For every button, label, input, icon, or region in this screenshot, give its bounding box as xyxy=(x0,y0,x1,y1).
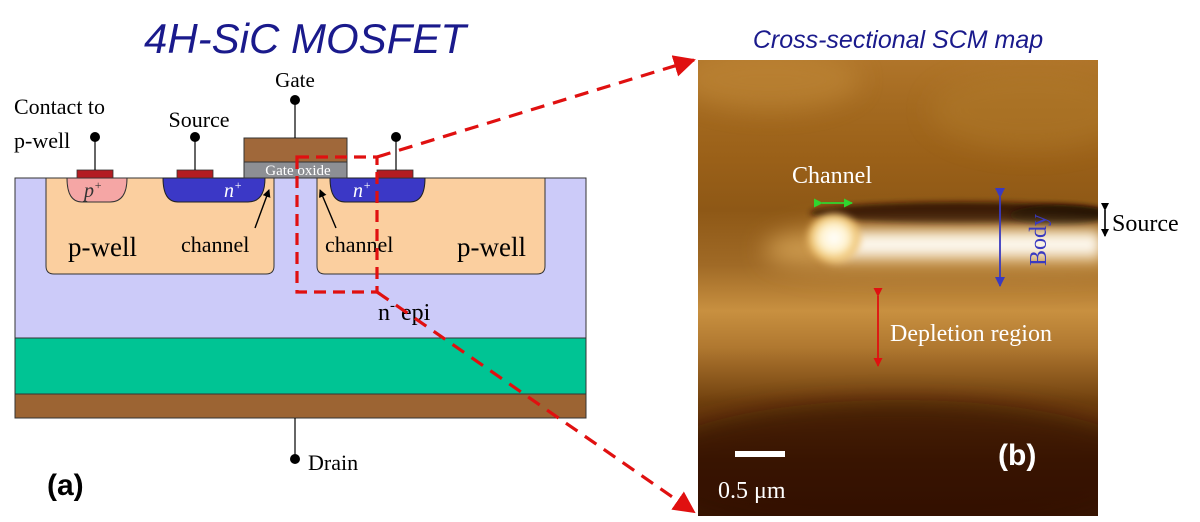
panel-a-title: 4H-SiC MOSFET xyxy=(144,15,469,62)
p-plus-label: p+ xyxy=(82,178,102,202)
n-epi-main: n xyxy=(378,300,390,326)
n-epi-rest: epi xyxy=(395,300,431,326)
n-plus-right-label: n+ xyxy=(353,178,371,202)
n-plus-left-sup: + xyxy=(234,178,242,192)
drain-metal xyxy=(14,393,587,419)
right-source-terminal-dot xyxy=(391,132,401,142)
panel-b-label: (b) xyxy=(998,439,1036,472)
source-label: Source xyxy=(168,107,229,132)
n-epi-sup: - xyxy=(390,298,395,314)
zoom-line-top xyxy=(376,55,696,159)
device-cross-section xyxy=(14,137,587,419)
drain-terminal-dot xyxy=(290,454,300,464)
contact-label-line1: Contact to xyxy=(14,94,105,119)
depletion-map-label: Depletion region xyxy=(890,321,1052,347)
drain-label: Drain xyxy=(308,450,358,475)
gate-oxide-label: Gate oxide xyxy=(265,163,331,179)
channel-left-label: channel xyxy=(181,232,249,257)
p-plus-main: p xyxy=(82,180,94,202)
scale-bar-label: 0.5 μm xyxy=(718,478,786,504)
scale-bar xyxy=(735,451,785,457)
contact-label-line2: p-well xyxy=(14,128,70,153)
n-plus-right-sup: + xyxy=(363,178,371,192)
p-well-left-label: p-well xyxy=(68,232,137,262)
channel-map-label: Channel xyxy=(792,163,872,189)
channel-right-arrow xyxy=(319,189,337,229)
p-plus-sup: + xyxy=(94,178,102,192)
zoom-line-bottom xyxy=(376,290,696,514)
gate-label: Gate xyxy=(275,68,315,92)
contact-terminal-dot xyxy=(90,132,100,142)
p-plus-region xyxy=(66,177,128,203)
p-well-contact-metal xyxy=(76,169,114,179)
terminal-wires xyxy=(90,95,401,464)
source-map-label: Source xyxy=(1112,211,1179,237)
panel-a-label: (a) xyxy=(47,469,84,502)
panel-b-title: Cross-sectional SCM map xyxy=(753,26,1043,54)
channel-right-label: channel xyxy=(325,232,393,257)
n-plus-right-region xyxy=(329,177,426,203)
p-well-right-label: p-well xyxy=(457,232,526,262)
scm-map-image xyxy=(698,60,1098,516)
channel-left-arrow xyxy=(254,189,271,229)
right-source-contact-metal xyxy=(376,169,414,179)
gate-terminal-dot xyxy=(290,95,300,105)
n-epi-label: n- epi xyxy=(378,298,431,326)
substrate-layer xyxy=(14,337,587,395)
body-map-label: Body xyxy=(1026,214,1052,266)
source-terminal-dot xyxy=(190,132,200,142)
n-plus-right-main: n xyxy=(353,180,363,202)
n-plus-left-label: n+ xyxy=(224,178,242,202)
n-plus-left-region xyxy=(162,177,266,203)
n-plus-left-main: n xyxy=(224,180,234,202)
zoom-region-box xyxy=(295,155,379,294)
source-contact-metal xyxy=(176,169,214,179)
